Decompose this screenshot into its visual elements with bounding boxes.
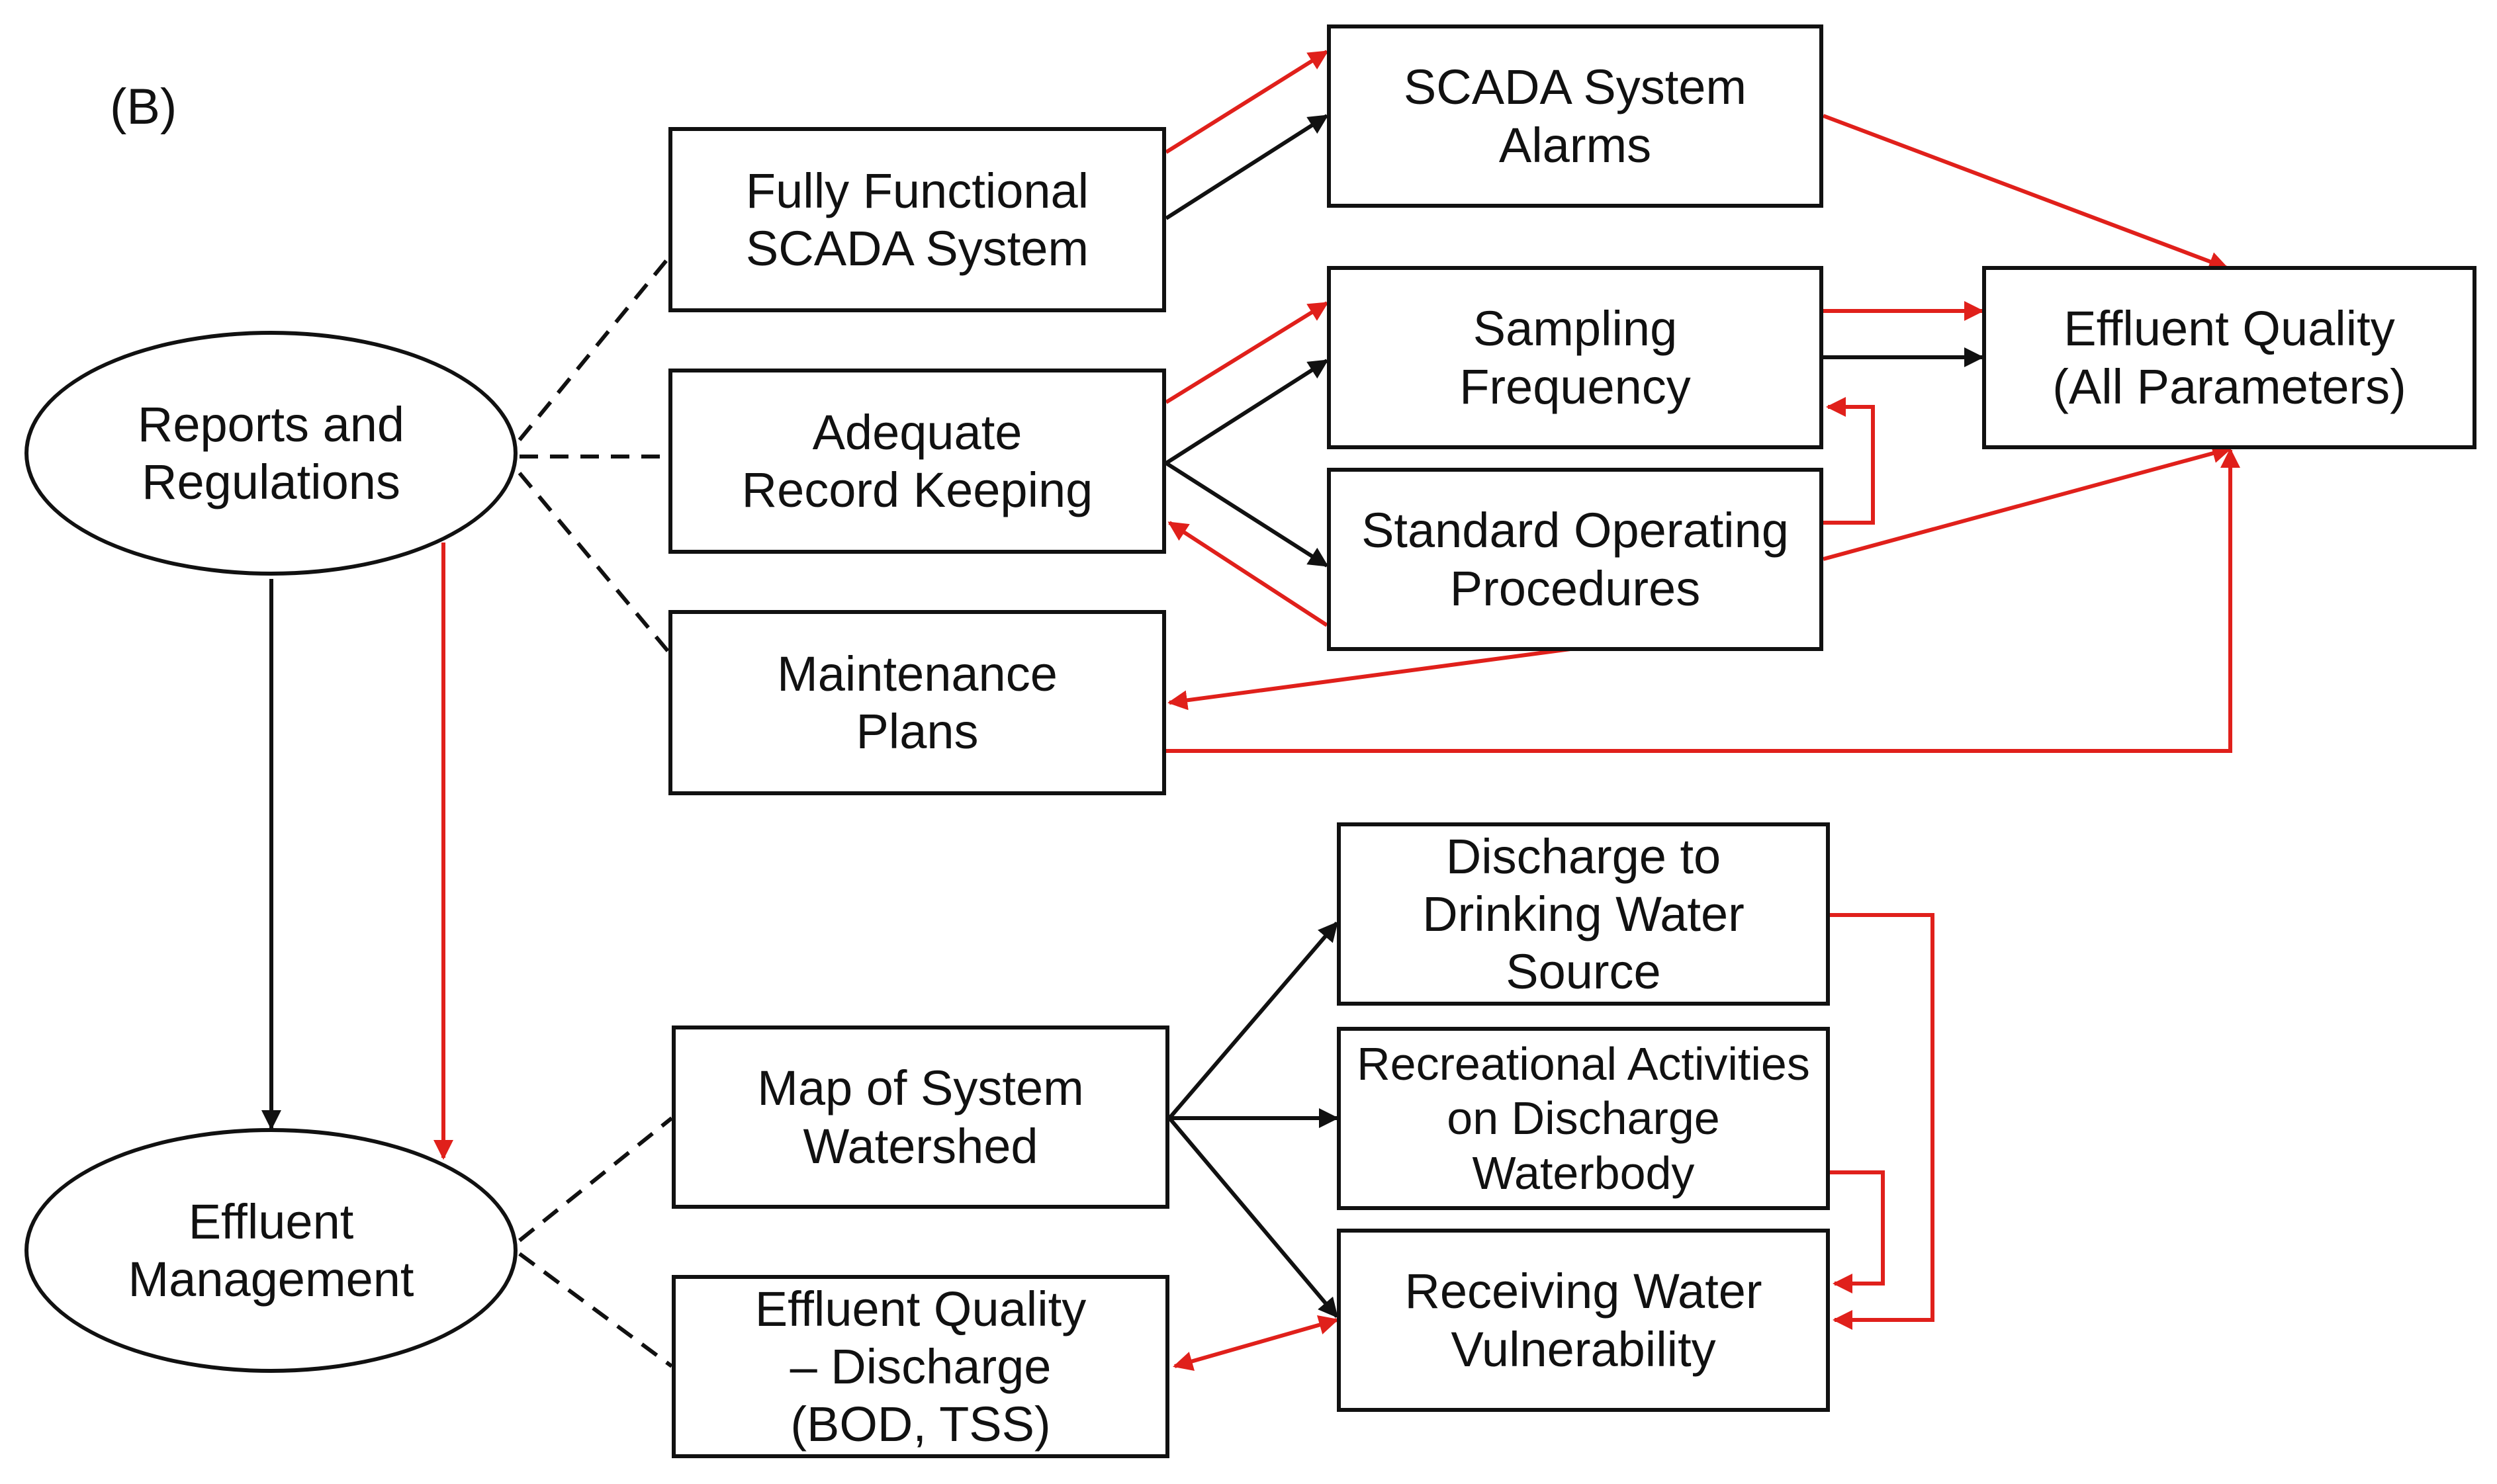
dashed-links — [518, 257, 673, 1368]
node-scada-system-alarms: SCADA System Alarms — [1327, 24, 1823, 208]
link-sop-sampling-red — [1823, 397, 1875, 525]
node-discharge-to-drinking-water: Discharge to Drinking Water Source — [1337, 822, 1830, 1006]
node-fully-functional-scada: Fully Functional SCADA System — [668, 127, 1166, 312]
node-label: Receiving Water Vulnerability — [1404, 1264, 1762, 1377]
link-record-sampling-black — [1165, 359, 1329, 465]
node-effluent-management: Effluent Management — [24, 1128, 518, 1373]
node-effluent-quality-discharge: Effluent Quality – Discharge (BOD, TSS) — [672, 1275, 1169, 1458]
link-discharge-receiving-red — [1173, 1315, 1339, 1372]
node-recreational-activities: Recreational Activities on Discharge Wat… — [1337, 1027, 1830, 1210]
node-map-of-system-watershed: Map of System Watershed — [672, 1026, 1169, 1209]
node-label: Maintenance Plans — [777, 646, 1058, 759]
node-label: Effluent Quality – Discharge (BOD, TSS) — [754, 1281, 1087, 1452]
node-adequate-record-keeping: Adequate Record Keeping — [668, 369, 1166, 554]
link-record-sop-black — [1165, 461, 1329, 568]
node-label: Effluent Quality (All Parameters) — [2052, 301, 2406, 414]
link-scada-alarms-black — [1165, 114, 1329, 220]
node-sampling-frequency: Sampling Frequency — [1327, 266, 1823, 449]
node-effluent-quality-all-parameters: Effluent Quality (All Parameters) — [1982, 266, 2476, 449]
link-map-drinking — [1167, 921, 1339, 1119]
dash-reports-scada — [518, 257, 670, 441]
red-links — [433, 50, 2240, 1372]
node-label: Reports and Regulations — [137, 396, 405, 509]
node-maintenance-plans: Maintenance Plans — [668, 610, 1166, 795]
node-label: Map of System Watershed — [757, 1061, 1084, 1174]
link-recreational-receiving-red — [1830, 1170, 1885, 1293]
node-standard-operating-procedures: Standard Operating Procedures — [1327, 468, 1823, 651]
link-sop-record-red — [1167, 521, 1328, 627]
node-receiving-water-vulnerability: Receiving Water Vulnerability — [1337, 1229, 1830, 1412]
link-alarms-effluent-red — [1822, 114, 2229, 271]
node-label: Effluent Management — [128, 1194, 414, 1307]
dash-mgmt-discharge — [518, 1252, 673, 1368]
node-label: Fully Functional SCADA System — [745, 163, 1089, 276]
node-label: Discharge to Drinking Water Source — [1422, 828, 1745, 1000]
link-maintenance-effluent-red — [1166, 448, 2240, 753]
panel-label: (B) — [110, 79, 177, 135]
node-label: Standard Operating Procedures — [1361, 503, 1789, 616]
node-label: Recreational Activities on Discharge Wat… — [1357, 1037, 1810, 1199]
node-label: Adequate Record Keeping — [741, 404, 1093, 517]
dash-reports-maintenance — [518, 472, 670, 653]
node-label: SCADA System Alarms — [1403, 60, 1747, 173]
link-map-receiving — [1167, 1117, 1339, 1319]
node-reports-and-regulations: Reports and Regulations — [24, 331, 518, 576]
dash-mgmt-map — [518, 1116, 673, 1243]
link-drinking-receiving-red — [1830, 913, 1934, 1330]
node-label: Sampling Frequency — [1459, 301, 1691, 414]
link-scada-alarms-red — [1165, 50, 1329, 154]
link-record-sampling-red — [1165, 301, 1329, 404]
link-sop-effluent-red — [1823, 443, 2232, 561]
link-sop-maintenance-red — [1167, 646, 1576, 711]
black-links — [261, 114, 1984, 1319]
